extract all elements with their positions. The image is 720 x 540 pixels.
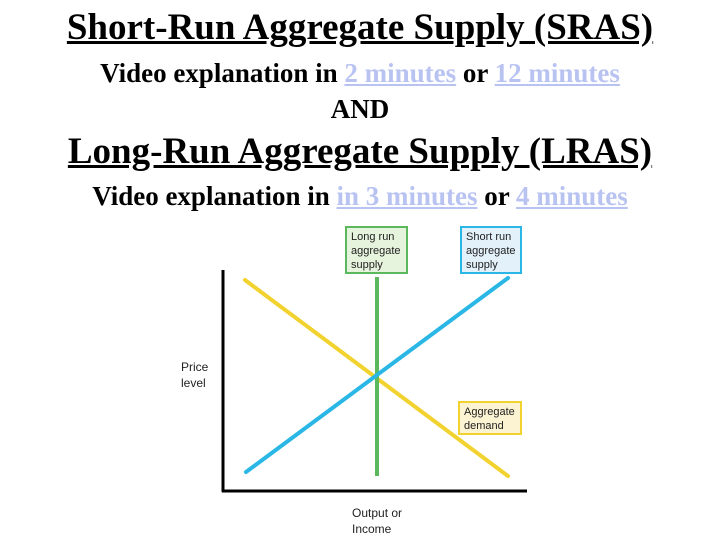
ad-label-line: Aggregate bbox=[464, 406, 515, 418]
ad-label-box: Aggregate demand bbox=[458, 401, 522, 435]
sras-video-line: Video explanation in 2 minutes or 12 min… bbox=[0, 58, 720, 89]
x-axis-label: Output or Income bbox=[352, 506, 402, 536]
lras-label-box: Long run aggregate supply bbox=[345, 226, 408, 274]
lras-label-line: supply bbox=[351, 259, 383, 271]
lras-video-line: Video explanation in in 3 minutes or 4 m… bbox=[0, 181, 720, 212]
x-axis-label-line: Income bbox=[352, 522, 392, 536]
y-axis-label-line: Price bbox=[181, 360, 209, 374]
and-text: AND bbox=[330, 94, 390, 124]
sras-link-2-minutes[interactable]: 2 minutes bbox=[344, 58, 457, 88]
ad-label-line: demand bbox=[464, 420, 504, 432]
y-axis-label-line: level bbox=[181, 376, 206, 390]
lras-label-line: aggregate bbox=[351, 245, 401, 257]
sras-connector: or bbox=[462, 58, 488, 88]
sras-title: Short-Run Aggregate Supply (SRAS) bbox=[66, 7, 654, 48]
lras-video-prefix: Video explanation in bbox=[92, 181, 330, 211]
x-axis-label-line: Output or bbox=[352, 506, 402, 520]
lras-connector: or bbox=[484, 181, 510, 211]
sras-label-box: Short run aggregate supply bbox=[460, 226, 522, 274]
lras-link-4-minutes[interactable]: 4 minutes bbox=[516, 181, 628, 211]
lras-label-line: Long run bbox=[351, 231, 394, 243]
sras-video-prefix: Video explanation in bbox=[100, 58, 338, 88]
lras-title: Long-Run Aggregate Supply (LRAS) bbox=[67, 131, 653, 172]
lras-link-3-minutes[interactable]: in 3 minutes bbox=[336, 181, 478, 211]
sras-link-12-minutes[interactable]: 12 minutes bbox=[494, 58, 620, 88]
sras-label-line: aggregate bbox=[466, 245, 516, 257]
sras-curve bbox=[244, 276, 510, 474]
sras-label-line: Short run bbox=[466, 231, 511, 243]
sras-label-line: supply bbox=[466, 259, 498, 271]
y-axis-label: Price level bbox=[181, 360, 209, 390]
